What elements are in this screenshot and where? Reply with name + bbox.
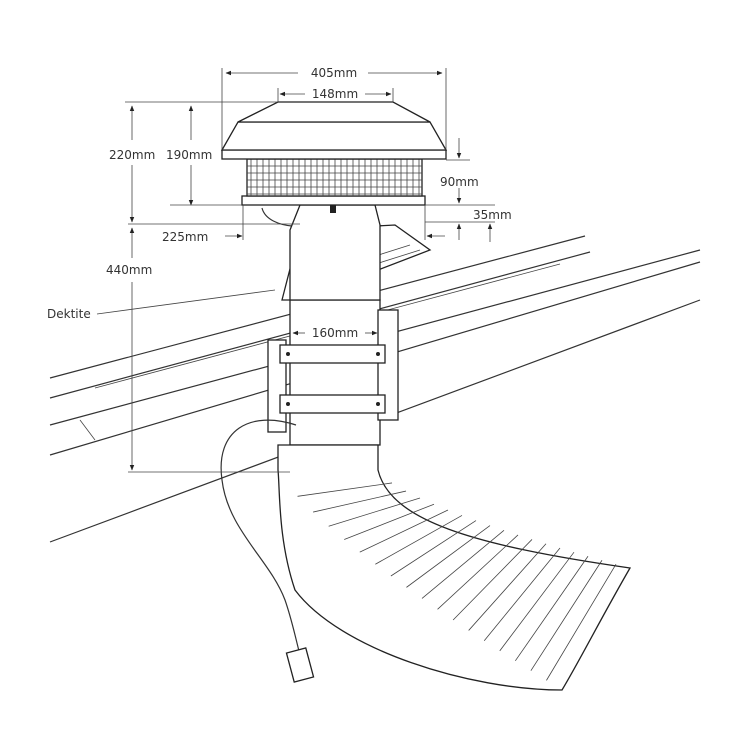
duct-rib — [437, 534, 519, 610]
duct-rib — [483, 547, 561, 641]
duct-rib — [546, 563, 617, 681]
dim-overall-height: 220mm — [109, 148, 155, 162]
duct-rib — [421, 530, 505, 599]
duct-rib — [452, 539, 533, 621]
duct-rib — [328, 497, 421, 527]
dim-collar-height: 35mm — [473, 208, 512, 222]
dim-base-width: 225mm — [162, 230, 208, 244]
roof-fan-cowl — [220, 101, 448, 301]
duct-rib — [297, 482, 393, 497]
plug-icon — [285, 647, 315, 683]
dim-duct-diameter: 160mm — [312, 326, 358, 340]
duct-rib — [468, 543, 547, 631]
duct-rib — [390, 520, 477, 577]
flexible-duct — [277, 444, 632, 691]
dektite-label: Dektite — [47, 307, 91, 321]
dim-cowl-height: 190mm — [166, 148, 212, 162]
duct-rib — [359, 509, 449, 553]
dim-grille-height: 90mm — [440, 175, 479, 189]
duct-rib — [375, 515, 463, 565]
duct-rib — [530, 560, 603, 671]
dim-overall-width: 405mm — [311, 66, 357, 80]
duct-rib — [499, 551, 575, 652]
duct-rib — [313, 490, 407, 513]
dim-top-width: 148mm — [312, 87, 358, 101]
duct-rib — [515, 556, 589, 662]
duct-pipe — [267, 299, 399, 446]
duct-rib — [344, 503, 435, 540]
dimension-lines — [96, 68, 495, 473]
duct-rib — [406, 525, 491, 588]
dim-below-roof-depth: 440mm — [106, 263, 152, 277]
power-cable — [220, 207, 315, 683]
